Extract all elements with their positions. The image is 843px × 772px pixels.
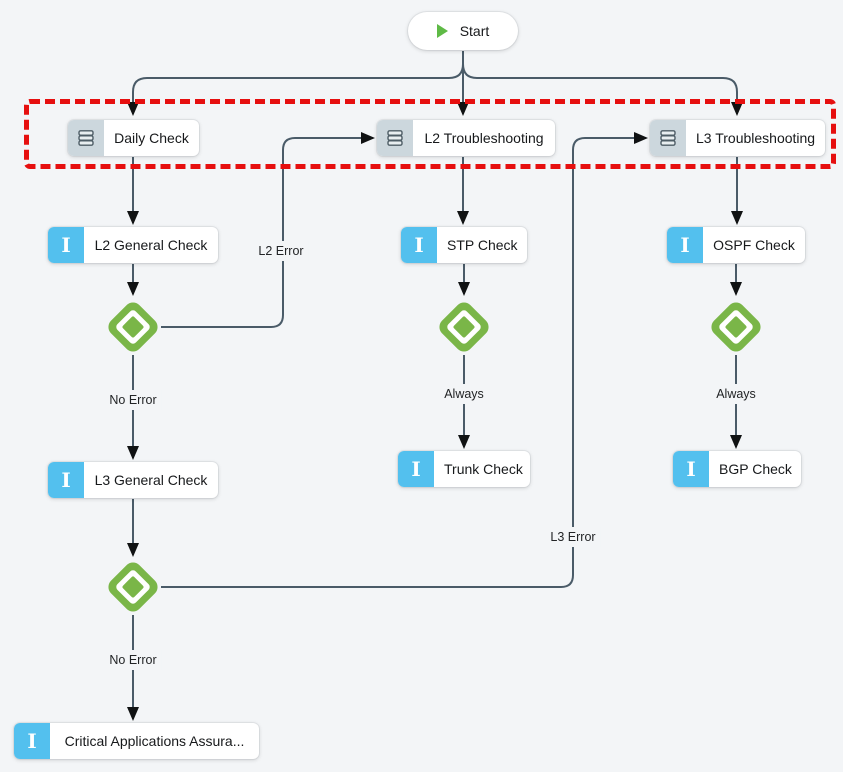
node-label: BGP Check (719, 461, 792, 477)
node-label: L2 General Check (94, 237, 208, 253)
node-l2-troubleshooting[interactable]: L2 Troubleshooting (377, 120, 555, 156)
red-dashed-highlight (24, 99, 836, 169)
node-label: L2 Troubleshooting (424, 130, 544, 146)
edge-label-no-error-1: No Error (104, 390, 162, 410)
play-icon (436, 24, 448, 38)
edge-label-always-stp: Always (439, 384, 489, 404)
node-label: STP Check (447, 237, 518, 253)
diamond-core (724, 315, 748, 339)
instruction-icon: I (667, 227, 703, 263)
diamond-core (121, 315, 145, 339)
node-l3-general-check[interactable]: I L3 General Check (48, 462, 218, 498)
node-label: L3 Troubleshooting (696, 130, 816, 146)
node-daily-check[interactable]: Daily Check (68, 120, 199, 156)
node-label: Trunk Check (444, 461, 523, 477)
diamond-core (121, 575, 145, 599)
node-label: Daily Check (114, 130, 189, 146)
diamond-ring (114, 568, 152, 606)
diamond-core (452, 315, 476, 339)
node-stp-check[interactable]: I STP Check (401, 227, 527, 263)
instruction-icon: I (673, 451, 709, 487)
node-label: L3 General Check (94, 472, 208, 488)
edge-label-always-ospf: Always (711, 384, 761, 404)
node-label: Start (459, 23, 490, 39)
stack-icon (377, 120, 413, 156)
node-l2-general-check[interactable]: I L2 General Check (48, 227, 218, 263)
instruction-icon: I (48, 227, 84, 263)
edge-label-l2-error: L2 Error (253, 241, 309, 261)
instruction-icon: I (48, 462, 84, 498)
edge-label-no-error-2: No Error (104, 650, 162, 670)
node-label: Critical Applications Assura... (64, 733, 245, 749)
node-bgp-check[interactable]: I BGP Check (673, 451, 801, 487)
edge-label-l3-error: L3 Error (545, 527, 601, 547)
diamond-ring (445, 308, 483, 346)
start-node[interactable]: Start (408, 12, 518, 50)
node-critical-apps-assurance[interactable]: I Critical Applications Assura... (14, 723, 259, 759)
instruction-icon: I (14, 723, 50, 759)
node-trunk-check[interactable]: I Trunk Check (398, 451, 530, 487)
diamond-ring (114, 308, 152, 346)
diamond-ring (717, 308, 755, 346)
instruction-icon: I (401, 227, 437, 263)
node-label: OSPF Check (713, 237, 795, 253)
stack-icon (68, 120, 104, 156)
stack-icon (650, 120, 686, 156)
node-ospf-check[interactable]: I OSPF Check (667, 227, 805, 263)
instruction-icon: I (398, 451, 434, 487)
node-l3-troubleshooting[interactable]: L3 Troubleshooting (650, 120, 825, 156)
